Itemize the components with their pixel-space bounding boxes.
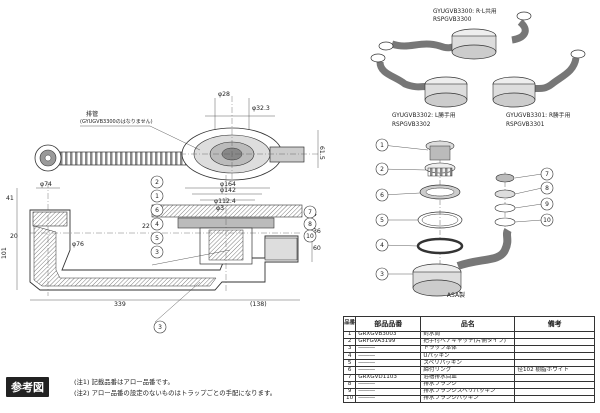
svg-text:5: 5 [380,217,384,224]
svg-text:7: 7 [545,171,549,178]
dim-22: 22 [142,223,150,230]
svg-text:2: 2 [155,179,159,186]
svg-text:10: 10 [543,217,551,224]
table-row: 4―――Uパッキン [342,352,595,361]
dim-phi28: φ28 [218,91,230,98]
plan-view [34,96,320,185]
table-row: 6―――締付リング径102 樹脂ホワイト [342,366,595,375]
footnote-2: (注2) アロー品番の設定のないものはトラップごとの手配になります。 [74,389,277,397]
dim-615: 61.5 [318,146,325,160]
col-remark: 備考 [514,316,595,332]
title-left-2: RSPGVB3302 [392,122,431,128]
footnote-1: (注1) 記載品番はアロー品番です。 [74,378,174,386]
dim-60: 60 [313,245,321,252]
svg-text:10: 10 [306,233,314,240]
dim-phi74: φ74 [40,181,52,188]
dim-101: 101 [1,247,8,259]
svg-text:3: 3 [380,271,384,278]
col-no: 品番 [342,316,357,332]
svg-text:7: 7 [308,209,312,216]
svg-text:3: 3 [155,249,159,256]
title-right: GYUGVB3301: R勝手用 [506,111,571,119]
table-row: 10―――排水フランジパッキン [342,394,595,403]
asa-label: ASA製 [447,291,465,299]
title-right-2: RSPGVB3301 [506,122,545,128]
parts-table-header: 品番 部品品番 品名 備考 [342,316,595,332]
section-callouts [150,175,317,334]
dim-phi323: φ32.3 [252,105,270,112]
dim-phi164: φ164 [220,181,236,188]
dim-phi3: φ3 [216,205,224,212]
title-top: GYUGVB3300: R·L共用 [433,7,497,15]
hose-note: (GYUGVB3300のはなりません) [80,118,153,125]
exploded-callout-numbers: 1 2 6 5 4 3 7 8 9 10 ASA製 [380,142,551,299]
section-view [16,175,313,323]
svg-text:4: 4 [155,221,159,228]
svg-text:9: 9 [545,201,549,208]
svg-text:1: 1 [380,142,384,149]
svg-text:1: 1 [155,193,159,200]
table-row: 5―――スベリパッキン [342,359,595,368]
title-top-2: RSPGVB3300 [433,17,472,23]
reference-tag: 参考図 [6,377,49,397]
table-row: 3―――トラップ本体 [342,345,595,354]
dim-36: 36 [313,228,321,235]
dim-phi1124: φ112.4 [214,198,236,205]
iso-view-r [492,49,586,108]
dim-phi142: φ142 [220,187,236,194]
table-row: 9―――排水フランジスベリパッキン [342,387,595,396]
exploded-view [381,140,543,297]
dim-138: (138) [250,301,267,308]
iso-view-l [370,53,468,108]
section-callout-numbers: 2 1 6 4 5 3 3 7 8 10 [155,179,314,331]
col-name: 品名 [420,316,516,332]
dim-phi76: φ76 [72,241,84,248]
svg-text:3: 3 [158,324,162,331]
svg-text:8: 8 [308,221,312,228]
col-part: 部品品番 [355,316,422,332]
svg-text:4: 4 [380,242,384,249]
dim-339: 339 [114,301,126,308]
svg-text:6: 6 [380,192,384,199]
svg-text:6: 6 [155,207,159,214]
exploded-callouts [375,138,554,281]
dim-41: 41 [6,195,14,202]
title-left: GYUGVB3302: L勝手用 [392,111,456,119]
dimension-labels: 排管 (GYUGVB3300のはなりません) φ28 φ32.3 61.5 φ1… [1,91,325,308]
svg-text:8: 8 [545,185,549,192]
table-row: 8―――排水フランジ [342,380,595,389]
iso-titles: GYUGVB3300: R·L共用 RSPGVB3300 GYUGVB3302:… [392,7,571,128]
iso-view-rl [378,11,532,60]
dim-20: 20 [10,233,18,240]
svg-text:5: 5 [155,235,159,242]
footnotes: (注1) 記載品番はアロー品番です。 (注2) アロー品番の設定のないものはトラ… [74,377,276,399]
svg-text:2: 2 [380,166,384,173]
hose-label: 排管 [86,110,98,118]
